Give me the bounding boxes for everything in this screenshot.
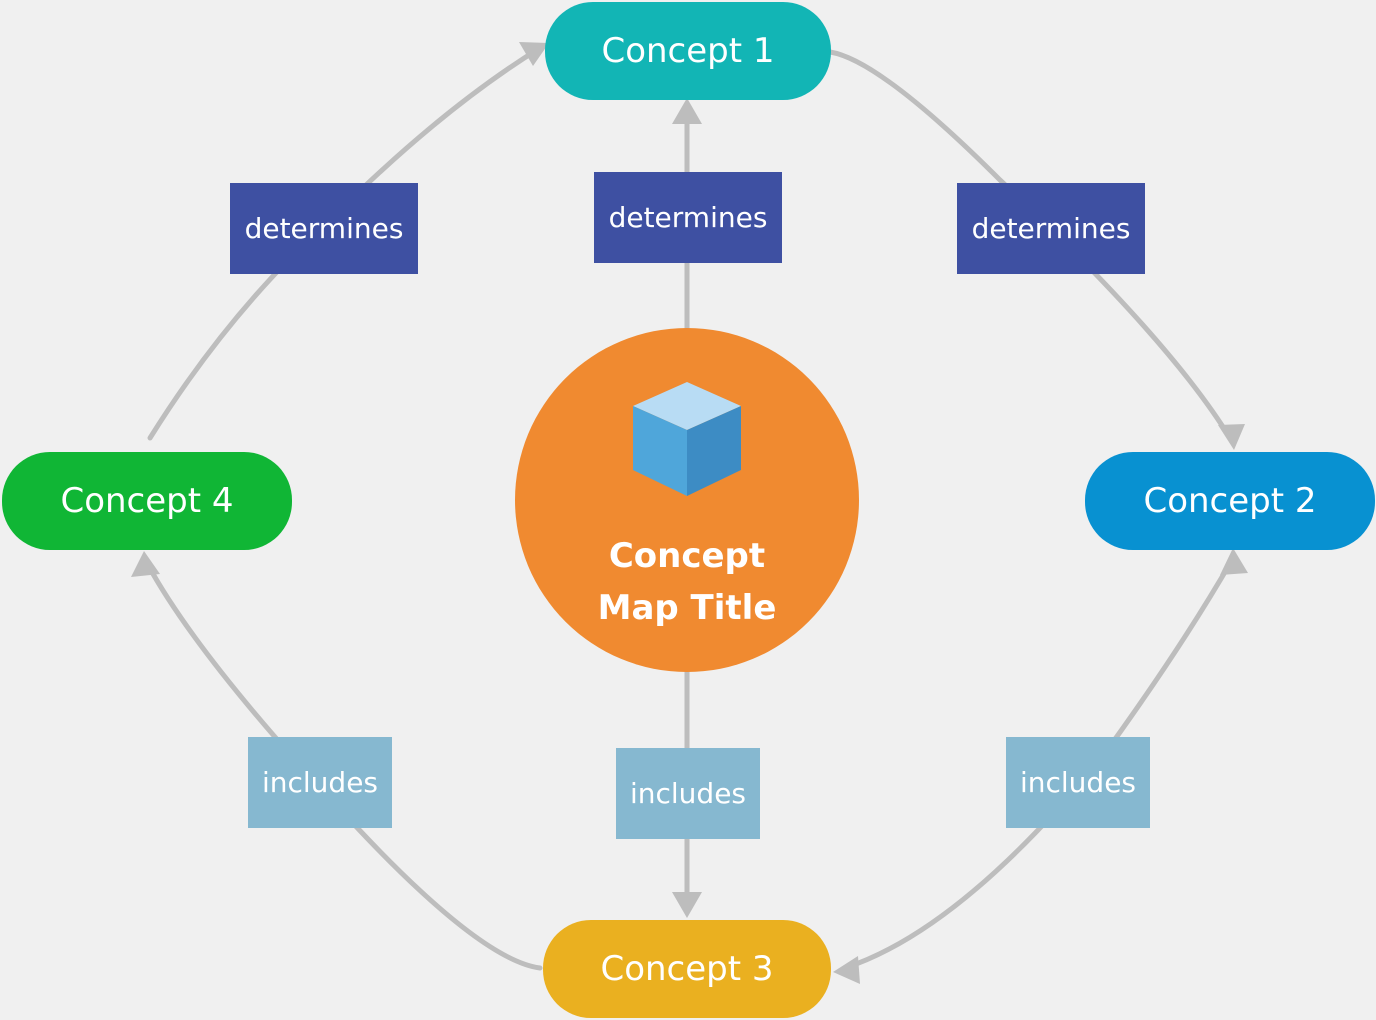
concept-3-node[interactable]: Concept 3 <box>543 920 831 1018</box>
concept-2-label: Concept 2 <box>1143 481 1317 521</box>
concept-1-label: Concept 1 <box>601 31 775 71</box>
includes-center-text: includes <box>629 777 747 810</box>
determines-center-text: determines <box>608 201 768 234</box>
determines-right-text: determines <box>971 212 1131 245</box>
center-concept-node[interactable]: Concept Map Title <box>515 328 859 672</box>
includes-right-text: includes <box>1019 766 1137 799</box>
determines-label-center: determines <box>594 172 782 263</box>
center-title: Concept Map Title <box>597 536 777 628</box>
includes-left-text: includes <box>261 766 379 799</box>
concept-3-label: Concept 3 <box>600 949 774 989</box>
includes-label-right: includes <box>1006 737 1150 828</box>
concept-4-node[interactable]: Concept 4 <box>2 452 292 550</box>
includes-label-center: includes <box>616 748 760 839</box>
concept-1-node[interactable]: Concept 1 <box>545 2 831 100</box>
determines-label-right: determines <box>957 183 1145 274</box>
concept-4-label: Concept 4 <box>60 481 234 521</box>
determines-left-text: determines <box>244 212 404 245</box>
cube-icon <box>633 382 741 496</box>
includes-label-left: includes <box>248 737 392 828</box>
determines-label-left: determines <box>230 183 418 274</box>
concept-2-node[interactable]: Concept 2 <box>1085 452 1375 550</box>
